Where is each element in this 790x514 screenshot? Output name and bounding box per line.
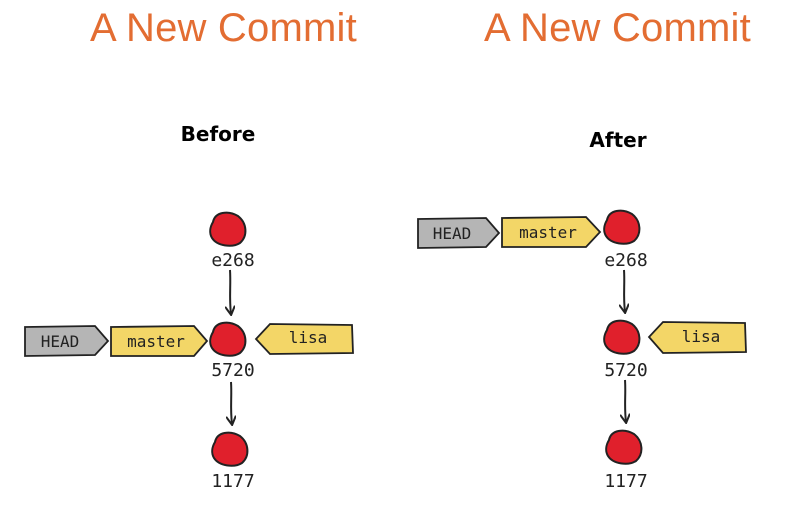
commit-label: e268 bbox=[211, 250, 254, 271]
branch-tag-lisa bbox=[254, 323, 354, 355]
title-right: A New Commit bbox=[484, 6, 751, 50]
title-left: A New Commit bbox=[90, 6, 357, 50]
head-ref-label: HEAD bbox=[433, 224, 472, 243]
branch-tag-master bbox=[110, 325, 209, 357]
branch-label-lisa: lisa bbox=[682, 327, 721, 346]
branch-tag-master bbox=[501, 216, 602, 248]
parent-arrow bbox=[625, 379, 626, 422]
parent-arrow bbox=[230, 269, 231, 314]
before-panel: e268 5720 1177 HEAD master lisa bbox=[24, 211, 354, 492]
commit-node bbox=[603, 319, 641, 355]
commit-node bbox=[605, 429, 643, 465]
branch-label-master: master bbox=[127, 332, 185, 351]
parent-arrow bbox=[231, 381, 232, 424]
head-ref-tag bbox=[24, 325, 110, 357]
commit-label: 1177 bbox=[211, 471, 254, 492]
parent-arrow bbox=[624, 269, 625, 312]
subtitle-before: Before bbox=[180, 122, 256, 146]
commit-node bbox=[209, 211, 247, 247]
commit-node bbox=[211, 431, 249, 467]
commit-node bbox=[209, 321, 247, 357]
commit-label: 5720 bbox=[211, 360, 254, 381]
commit-node bbox=[603, 209, 641, 245]
commit-label: e268 bbox=[604, 250, 647, 271]
commit-label: 5720 bbox=[604, 360, 647, 381]
branch-tag-lisa bbox=[647, 321, 747, 354]
subtitle-after: After bbox=[589, 128, 647, 152]
head-ref-label: HEAD bbox=[41, 332, 80, 351]
commit-label: 1177 bbox=[604, 471, 647, 492]
branch-label-lisa: lisa bbox=[289, 328, 328, 347]
after-panel: e268 5720 1177 HEAD master lisa bbox=[417, 209, 747, 492]
branch-label-master: master bbox=[519, 223, 577, 242]
head-ref-tag bbox=[417, 217, 501, 249]
